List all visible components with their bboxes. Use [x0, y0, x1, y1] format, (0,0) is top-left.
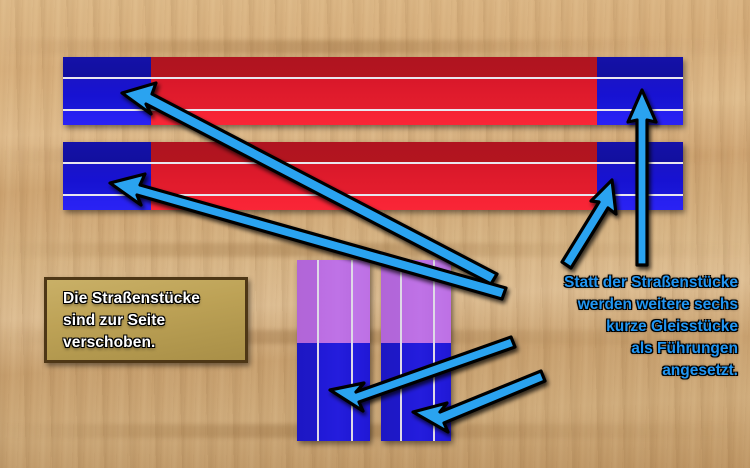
- annotation-line-5: angesetzt.: [662, 362, 738, 379]
- rail-band-top: [597, 57, 683, 77]
- rail-separator: [63, 77, 151, 79]
- callout-line-1: Die Straßenstücke: [63, 290, 200, 307]
- lower-rail-right-blue-segment: [597, 142, 683, 210]
- guide-separator: [317, 343, 319, 441]
- annotation-line-4: als Führungen: [631, 340, 738, 357]
- guide-band-left: [297, 260, 317, 343]
- rail-band-bottom: [63, 196, 151, 210]
- rail-band-top: [151, 142, 597, 162]
- rail-band-top: [151, 57, 597, 77]
- guide-band-middle: [319, 260, 351, 343]
- guide-separator: [433, 260, 435, 343]
- rail-separator: [151, 77, 597, 79]
- upper-rail-right-blue-segment: [597, 57, 683, 125]
- rail-band-bottom: [63, 111, 151, 125]
- rail-band-bottom: [597, 196, 683, 210]
- callout-line-3: verschoben.: [63, 334, 156, 351]
- rail-band-top: [63, 142, 151, 162]
- guide-band-left: [381, 260, 400, 343]
- guide-band-right: [353, 260, 370, 343]
- left-guide-purple-upper-segment: [297, 260, 370, 343]
- guide-band-right: [353, 343, 370, 441]
- wood-grain-line: [0, 40, 750, 54]
- lower-rail: [63, 142, 683, 210]
- annotation-text: Statt der Straßenstücke werden weitere s…: [408, 272, 738, 382]
- rail-band-middle: [63, 164, 151, 194]
- rail-band-middle: [597, 79, 683, 109]
- left-guide-blue-lower-segment: [297, 343, 370, 441]
- rail-separator: [63, 109, 151, 111]
- upper-rail: [63, 57, 683, 125]
- guide-band-left: [297, 343, 317, 441]
- callout-box: Die Straßenstücke sind zur Seite verscho…: [44, 277, 248, 363]
- guide-band-middle: [319, 343, 351, 441]
- rail-separator: [63, 162, 151, 164]
- rail-band-middle: [151, 79, 597, 109]
- rail-band-bottom: [597, 111, 683, 125]
- upper-rail-left-blue-segment: [63, 57, 151, 125]
- lower-rail-left-blue-segment: [63, 142, 151, 210]
- rail-band-top: [63, 57, 151, 77]
- rail-band-middle: [151, 164, 597, 194]
- guide-separator: [351, 260, 353, 343]
- annotation-line-3: kurze Gleisstücke: [606, 318, 738, 335]
- upper-rail-center-red-segment: [151, 57, 597, 125]
- rail-band-bottom: [151, 111, 597, 125]
- callout-line-2: sind zur Seite: [63, 312, 166, 329]
- annotation-line-2: werden weitere sechs: [577, 296, 738, 313]
- guide-band-left: [381, 343, 400, 441]
- wood-grain-line: [0, 424, 750, 438]
- lower-rail-center-red-segment: [151, 142, 597, 210]
- guide-separator: [317, 260, 319, 343]
- rail-band-top: [597, 142, 683, 162]
- rail-separator: [63, 194, 151, 196]
- annotation-line-1: Statt der Straßenstücke: [564, 274, 738, 291]
- rail-band-middle: [597, 164, 683, 194]
- guide-separator: [400, 260, 402, 343]
- rail-band-middle: [63, 79, 151, 109]
- rail-band-bottom: [151, 196, 597, 210]
- left-guide-group: [297, 260, 370, 441]
- rail-separator: [597, 77, 683, 79]
